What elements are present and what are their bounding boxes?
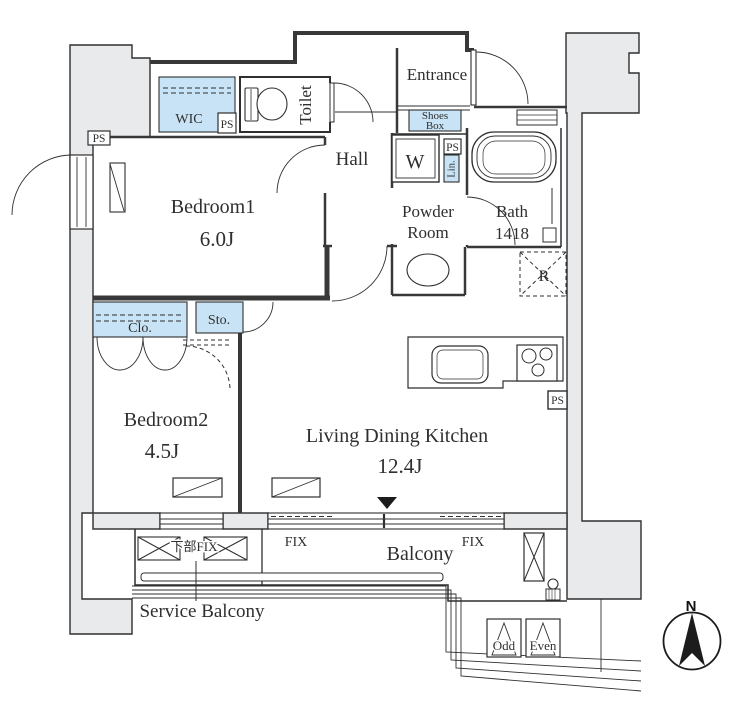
entrance-door-arc [475,51,529,105]
ps-box [217,112,237,134]
bath-label: Bath [496,202,529,221]
linen-area [443,154,460,183]
bedroom1-window [69,154,94,230]
compass-needle [679,613,705,666]
refrigerator-space: R [519,251,567,297]
kitchen: PS [407,336,568,410]
entrance-label: Entrance [407,65,467,84]
faucet-icon [547,578,559,590]
closet-door-arc [96,336,144,371]
storage-label: Sto. [208,313,230,328]
shoes-box-label: Shoes [422,110,448,122]
toilet-room: Toilet [239,76,374,133]
hall-ldk-door-arc [331,245,388,302]
even-label: Even [530,638,557,653]
refrigerator-outline [519,251,567,297]
ps-box [547,390,568,410]
toilet-tank-icon [244,87,259,122]
walls [93,31,567,513]
lower-fix-label: 下部FIX [171,539,219,554]
linen-label: Lin. [447,160,458,177]
ps-label: PS [551,395,564,407]
burner-icon [521,348,537,364]
bath-size-label: 1418 [495,224,529,243]
south-wall-segment [503,512,568,530]
closet-label: Clo. [128,321,152,336]
washing-machine-inner [395,138,436,179]
right-structure-wall [565,32,642,600]
closet-area [92,301,188,338]
service-balcony-label: Service Balcony [139,601,265,622]
bedroom2: Bedroom2 4.5J [124,339,321,498]
south-windows: FIX FIX [159,497,505,550]
bedroom1-label: Bedroom1 [171,196,255,218]
hall-label: Hall [336,149,369,170]
ps-label: PS [221,119,234,131]
ldk-size-label: 12.4J [378,454,423,478]
shoes-box-area [408,109,462,132]
bedroom2-door-arc [185,345,231,391]
service-balcony: 下部FIX Service Balcony [137,536,265,622]
storage-closet: Sto. Clo. [92,301,274,371]
bedroom1-door-arc [276,144,326,194]
powder-room: W Lin. Powder Room [391,134,460,287]
toilet-door-arc [333,82,374,123]
north-exterior-wall [150,31,474,64]
shoes-box-label: Box [426,120,445,132]
ps-box [443,138,462,155]
balcony-label: Balcony [387,543,454,565]
ps-label: PS [446,142,459,154]
bedroom1-size-label: 6.0J [200,227,234,251]
living-dining-kitchen: Living Dining Kitchen 12.4J [306,425,488,478]
bath: Bath 1418 [466,109,558,246]
entrance-door-leaf [470,49,477,106]
hall: Hall [331,149,388,302]
washbasin-icon [406,253,450,287]
closet-door-arc [142,336,188,371]
bedroom2-size-label: 4.5J [145,439,179,463]
entrance: Entrance Shoes Box PS [407,49,529,155]
south-wall-segment [92,512,161,530]
refrigerator-label: R [539,268,550,285]
bedroom2-south-window [159,512,224,530]
window-swing-arc [11,154,73,216]
toilet-label: Toilet [296,85,315,125]
ldk-south-window [267,512,505,530]
even-panel [525,618,561,658]
bath-counter [542,227,557,243]
bath-window [516,109,558,126]
fix-label: FIX [285,535,308,550]
storage-door-arc [242,301,274,333]
balcony-rail [140,572,444,582]
north-label: N [686,598,697,615]
washer-label: W [406,151,425,173]
bath-door-arc [466,196,516,246]
wic-label: WIC [175,112,202,127]
ps-box [87,130,111,146]
odd-label: Odd [493,638,516,653]
odd-panel [486,618,522,658]
balcony: Balcony [134,529,567,602]
burner-icon [531,363,545,377]
toilet-door-leaf [329,82,335,123]
south-wall-segment [222,512,269,530]
storage-area [195,301,244,334]
powder-room-label: Powder [402,202,454,221]
compass: N [662,598,722,671]
wic: WIC PS [158,76,237,134]
fix-label: FIX [462,535,485,550]
ldk-label: Living Dining Kitchen [306,425,488,447]
orientation-marker [377,497,397,509]
ps-label: PS [93,133,106,145]
balcony-edge [134,529,567,602]
bedroom2-label: Bedroom2 [124,409,208,431]
bedroom1: Bedroom1 6.0J PS [11,130,326,251]
powder-room-label: Room [407,223,449,242]
site-boundary-lines: Odd Even [132,585,642,692]
toilet-bowl-icon [256,87,288,121]
burner-icon [539,347,553,361]
